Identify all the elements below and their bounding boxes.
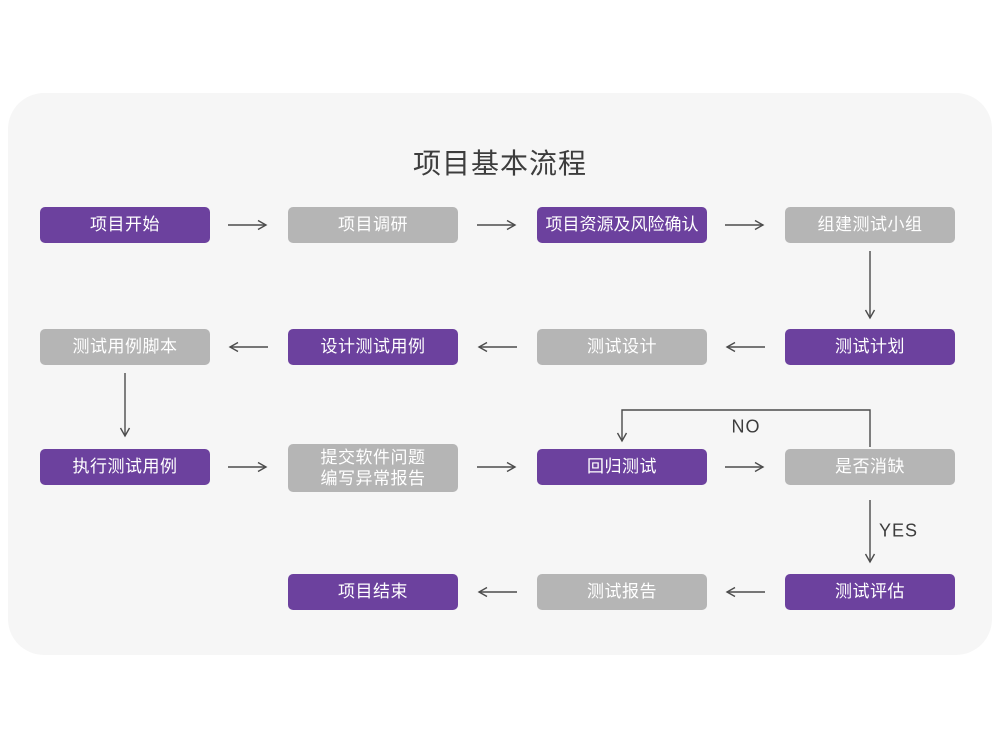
edge-label-no: NO: [731, 416, 761, 437]
flow-node-regression-test: 回归测试: [537, 449, 707, 485]
flow-node-execute-test-case: 执行测试用例: [40, 449, 210, 485]
flow-node-design-test-case: 设计测试用例: [288, 329, 458, 365]
flow-node-test-evaluation: 测试评估: [785, 574, 955, 610]
flow-node-test-design: 测试设计: [537, 329, 707, 365]
flowchart-card: [8, 93, 992, 655]
flow-node-submit-issue-report: 提交软件问题 编写异常报告: [288, 444, 458, 492]
flow-node-project-end: 项目结束: [288, 574, 458, 610]
flow-node-project-start: 项目开始: [40, 207, 210, 243]
flow-node-test-report: 测试报告: [537, 574, 707, 610]
flow-node-resource-risk-confirm: 项目资源及风险确认: [537, 207, 707, 243]
flow-node-test-plan: 测试计划: [785, 329, 955, 365]
page-title: 项目基本流程: [412, 148, 587, 179]
flow-node-project-research: 项目调研: [288, 207, 458, 243]
flow-node-defect-cleared-decision: 是否消缺: [785, 449, 955, 485]
flow-node-form-test-team: 组建测试小组: [785, 207, 955, 243]
flow-node-test-case-script: 测试用例脚本: [40, 329, 210, 365]
edge-label-yes: YES: [879, 520, 919, 541]
